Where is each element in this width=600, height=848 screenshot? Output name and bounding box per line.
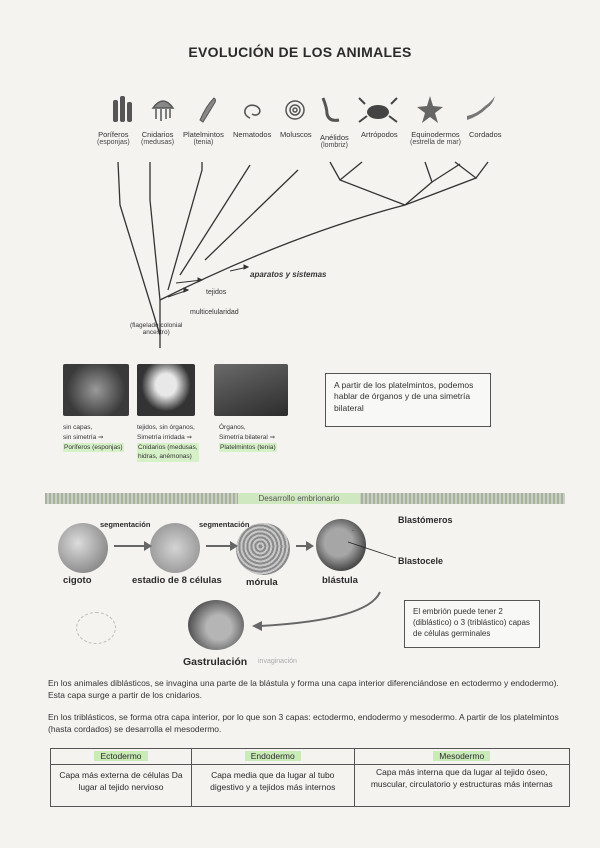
flatworm-icon (199, 97, 216, 123)
platelmintos-note-box: A partir de los platelmintos, podemos ha… (325, 373, 491, 427)
earthworm-icon (321, 97, 340, 122)
arrow-label-segmentation-2: segmentación (199, 520, 250, 529)
phylogenetic-tree (117, 161, 489, 348)
caption-cnidarios: tejidos, sin órganos, Simetría irridada … (137, 424, 199, 462)
note-organ-systems: aparatos y sistemas (250, 270, 327, 279)
paragraph-triblastic: En los triblásticos, se forma otra capa … (48, 712, 559, 735)
taxon-poriferos: Poríferos(esponjas) (97, 130, 130, 146)
page-title: EVOLUCIÓN DE LOS ANIMALES (188, 44, 412, 60)
gastrula-circle (188, 600, 244, 650)
sponge-icon (113, 96, 132, 122)
stage-zygote: cigoto (63, 575, 92, 586)
animal-icons-row (113, 96, 495, 123)
stage-arrows (114, 530, 397, 631)
table-header-row: Ectodermo Endodermo Mesodermo (50, 747, 570, 766)
faint-sketch (76, 612, 116, 644)
cell-ectodermo: Capa más externa de células Da lugar al … (50, 764, 192, 808)
taxon-anelidos: Anélidos(lombriz) (320, 133, 349, 149)
sponge-photo (63, 364, 129, 416)
starfish-icon (417, 96, 443, 123)
header-mesodermo: Mesodermo (353, 747, 570, 766)
taxon-nematodos: Nematodos (233, 130, 272, 139)
embryo-layers-box: El embrión puede tener 2 (diblástico) o … (404, 600, 540, 648)
paragraph-diblastic: En los animales diblásticos, se invagina… (48, 678, 559, 701)
label-invagination: invaginación (258, 658, 297, 665)
note-multicellularity: multicelularidad (190, 309, 239, 316)
nematode-icon (244, 104, 261, 119)
jellyfish-photo (137, 364, 195, 416)
jellyfish-icon (151, 100, 175, 121)
label-blastocele: Blastocele (398, 556, 444, 566)
zygote-circle (58, 523, 108, 573)
stage-morula: mórula (246, 577, 278, 588)
morula-circle (236, 523, 290, 575)
lizard-icon (467, 96, 495, 120)
taxon-moluscos: Moluscos (280, 130, 312, 139)
stage-blastula: blástula (322, 575, 358, 586)
taxon-artropodos: Artrópodos (361, 130, 398, 139)
taxon-cnidarios: Cnidarios(medusas) (141, 130, 175, 146)
header-endodermo: Endodermo (190, 747, 355, 766)
eight-cell-circle (150, 523, 200, 573)
caption-poriferos: sin capas, sin simetría ⇒ Poríferos (esp… (63, 424, 124, 453)
stage-eight-cells: estadio de 8 células (132, 575, 222, 586)
taxon-equinodermos: Equinodermos(estrella de mar) (410, 130, 461, 146)
table-row: Capa más externa de células Da lugar al … (50, 764, 570, 808)
caption-platelmintos: Órganos, Simetría bilateral ⇒ Platelmint… (219, 424, 277, 453)
development-banner-label: Desarrollo embrionario (238, 493, 360, 504)
label-blastomeros: Blastómeros (398, 515, 453, 525)
cell-mesodermo: Capa más interna que da lugar al tejido … (353, 764, 570, 808)
snail-icon (285, 100, 305, 120)
crab-icon (358, 97, 398, 123)
stage-gastrulation: Gastrulación (183, 656, 248, 668)
header-ectodermo: Ectodermo (50, 747, 192, 766)
arrow-label-segmentation-1: segmentación (100, 520, 151, 529)
taxon-cordados: Cordados (469, 130, 502, 139)
germ-layers-table: Ectodermo Endodermo Mesodermo Capa más e… (50, 747, 570, 808)
note-tissues: tejidos (206, 289, 227, 296)
cell-endodermo: Capa media que da lugar al tubo digestiv… (190, 764, 355, 808)
flatworm-photo (214, 364, 288, 416)
taxon-platelmintos: Platelmintos(tenia) (183, 130, 224, 146)
